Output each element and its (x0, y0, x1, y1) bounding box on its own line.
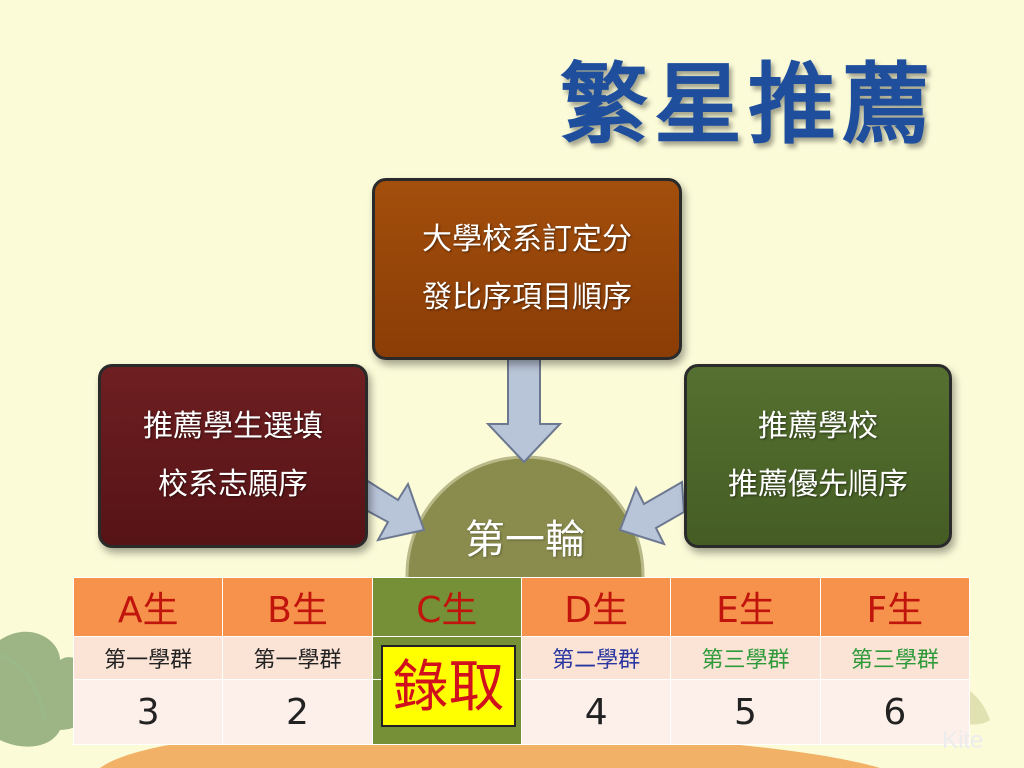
watermark-logo: Kite (942, 727, 984, 754)
student-rank-cell: 5 (670, 679, 821, 745)
table-row-groups: 第一學群 第一學群 第二學群 第三學群 第三學群 (72, 636, 971, 680)
box-text-line: 發比序項目順序 (422, 280, 632, 315)
box-text-line: 校系志願序 (158, 467, 308, 502)
arrow-right-icon (360, 478, 426, 542)
student-group-cell: 第一學群 (72, 636, 224, 680)
box-university-criteria: 大學校系訂定分 發比序項目順序 (372, 178, 682, 360)
student-group-cell: 第二學群 (520, 636, 672, 680)
student-name-cell: E生 (670, 577, 821, 637)
student-rank-cell: 2 (222, 679, 373, 745)
arrow-down-icon (485, 357, 563, 464)
box-school-priority: 推薦學校 推薦優先順序 (684, 364, 952, 548)
arrow-left-icon (618, 480, 686, 546)
student-name-cell: F生 (819, 577, 971, 637)
student-rank-cell: 6 (819, 679, 971, 745)
student-name-cell: B生 (222, 577, 373, 637)
student-rank-cell: 3 (72, 679, 224, 745)
box-text-line: 推薦學生選填 (143, 409, 323, 444)
admitted-stamp: 錄取 (381, 645, 516, 727)
student-group-cell: 第三學群 (819, 636, 971, 680)
box-text-line: 推薦優先順序 (728, 467, 908, 502)
student-group-cell: 第一學群 (222, 636, 373, 680)
student-table: A生 B生 C生 D生 E生 F生 第一學群 第一學群 第二學群 第三學群 第三… (72, 577, 971, 745)
page-title: 繁星推薦 (560, 53, 937, 156)
center-circle-label: 第一輪 (465, 517, 585, 563)
student-name-cell: A生 (72, 577, 224, 637)
student-name-cell: D生 (520, 577, 672, 637)
student-rank-cell: 4 (520, 679, 672, 745)
box-text-line: 推薦學校 (758, 409, 878, 444)
table-row-ranks: 3 2 1 4 5 6 (72, 679, 971, 745)
student-group-cell: 第三學群 (670, 636, 821, 680)
leaf-decoration-left (0, 631, 91, 747)
box-text-line: 大學校系訂定分 (422, 222, 632, 257)
student-name-cell-selected: C生 (371, 577, 522, 637)
table-row-names: A生 B生 C生 D生 E生 F生 (72, 577, 971, 637)
box-student-choices: 推薦學生選填 校系志願序 (98, 364, 368, 548)
